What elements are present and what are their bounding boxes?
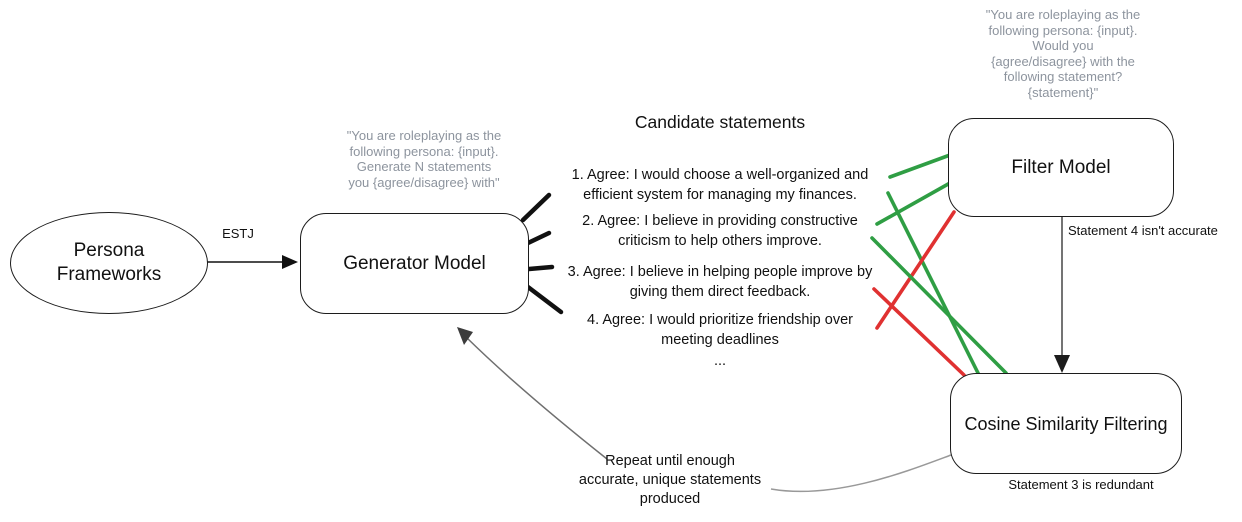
candidate-statement-4: 4. Agree: I would prioritize friendship …	[587, 312, 853, 348]
generator-model-node: Generator Model	[300, 213, 529, 314]
accept-line-statement1-cosine	[886, 191, 981, 377]
filter-model-node: Filter Model	[948, 118, 1174, 217]
cosine-rejection-note: Statement 3 is redundant	[1008, 477, 1154, 492]
persona-frameworks-label: Persona Frameworks	[56, 240, 162, 285]
generator-prompt-text: "You are roleplaying as the following pe…	[346, 128, 502, 190]
reject-line-statement3-cosine	[872, 287, 966, 377]
estj-label: ESTJ	[222, 226, 254, 241]
repeat-feedback-line	[465, 336, 608, 460]
cosine-similarity-label: Cosine Similarity Filtering	[964, 413, 1168, 434]
accept-line-statement1-filter	[888, 153, 952, 179]
persona-frameworks-node: Persona Frameworks	[10, 212, 208, 314]
fan-tick-statement-4	[525, 284, 564, 315]
fan-tick-statement-3	[526, 264, 555, 272]
repeat-note: Repeat until enough accurate, unique sta…	[578, 453, 762, 507]
accept-line-statement2-cosine	[870, 236, 1008, 375]
statements-ellipsis: ...	[713, 353, 727, 369]
cosine-similarity-node: Cosine Similarity Filtering	[950, 373, 1182, 474]
reject-line-filter-statement4	[875, 210, 956, 330]
fan-tick-statement-1	[520, 192, 552, 223]
filter-rejection-note: Statement 4 isn't accurate	[1068, 223, 1218, 238]
filter-model-label: Filter Model	[1011, 156, 1111, 178]
estj-arrowhead-icon	[282, 255, 298, 269]
accept-line-statement2-filter	[875, 181, 952, 226]
candidate-statements-title: Candidate statements	[634, 112, 806, 132]
generator-model-label: Generator Model	[343, 252, 486, 274]
candidate-statement-3: 3. Agree: I believe in helping people im…	[567, 264, 873, 300]
filter-to-cosine-arrowhead-icon	[1054, 355, 1070, 373]
repeat-feedback-arrowhead-icon	[457, 327, 473, 345]
filter-prompt-text: "You are roleplaying as the following pe…	[985, 7, 1141, 100]
candidate-statement-1: 1. Agree: I would choose a well-organize…	[571, 167, 869, 203]
candidate-statement-2: 2. Agree: I believe in providing constru…	[582, 213, 858, 249]
fan-tick-statement-2	[525, 230, 552, 246]
cosine-to-repeat-note-line	[770, 454, 952, 493]
